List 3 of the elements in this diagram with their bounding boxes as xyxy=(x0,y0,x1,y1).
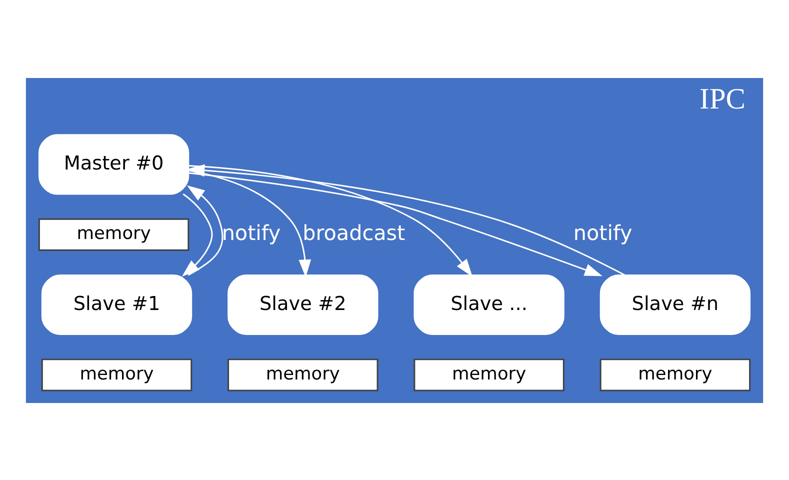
edge-label: notify xyxy=(573,220,632,245)
edge-label: notify xyxy=(222,220,281,245)
edge-label: broadcast xyxy=(302,220,406,245)
